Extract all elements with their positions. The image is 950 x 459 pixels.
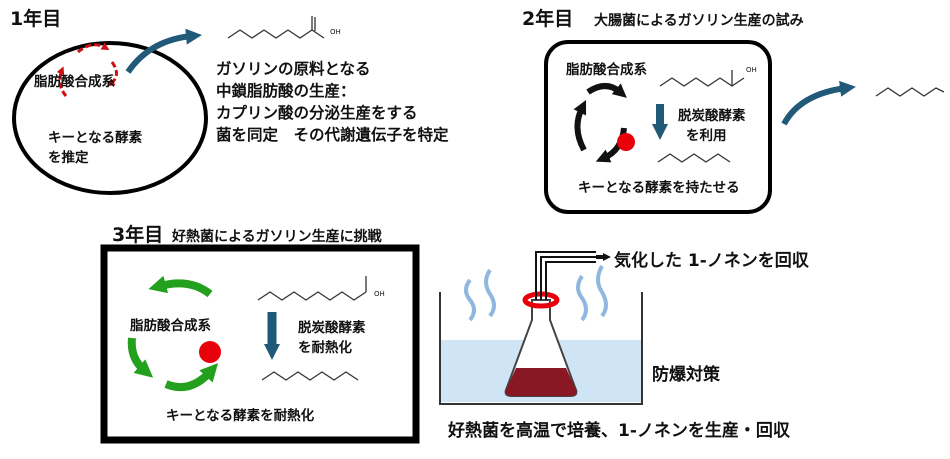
year1-body-line-1: ガソリンの原料となる — [216, 60, 371, 78]
year2-cycle-arrows — [573, 83, 627, 163]
year2-enzyme-label-1: 脱炭酸酵素 — [678, 108, 746, 124]
year3-cycle-arrows — [127, 275, 219, 391]
safety-label: 防爆対策 — [652, 365, 720, 385]
year3-alkene — [261, 371, 359, 381]
year3-box — [100, 244, 420, 444]
year2-product-alkene — [875, 87, 945, 97]
year3-oh-label: OH — [374, 290, 385, 298]
year1-enzyme-label-2: を推定 — [48, 150, 89, 166]
year2-acid — [659, 77, 745, 87]
year1-cycle-label: 脂肪酸合成系 — [34, 74, 115, 90]
collect-label: 気化した 1-ノネンを回収 — [614, 251, 809, 271]
year3-enzyme-label-2: を耐熱化 — [298, 340, 352, 356]
year1-circle — [12, 41, 208, 195]
year3-acid — [257, 291, 367, 301]
year2-heading: 2年目 — [522, 8, 574, 30]
year1-heading: 1年目 — [10, 8, 62, 30]
apparatus-caption: 好熱菌を高温で培養、1-ノネンを生産・回収 — [448, 421, 790, 441]
collection-pipe — [535, 251, 596, 300]
year2-oh-label: OH — [746, 66, 757, 74]
year1-navy-arrow — [125, 28, 202, 74]
year2-subtitle: 大腸菌によるガソリン生産の試み — [594, 13, 804, 29]
year1-body-line-2: 中鎖脂肪酸の生産： — [216, 82, 356, 100]
year2-box — [544, 40, 772, 214]
year3-enzyme-label-1: 脱炭酸酵素 — [298, 320, 366, 336]
water-bath — [439, 292, 643, 405]
flask-liquid — [505, 368, 577, 396]
year1-body-line-4: 菌を同定 その代謝遺伝子を特定 — [216, 126, 449, 144]
year1-capric-acid — [227, 29, 325, 39]
year2-cycle-label: 脂肪酸合成系 — [566, 62, 647, 78]
year1-cycle-arrows — [56, 42, 118, 97]
year2-bottom-label: キーとなる酵素を持たせる — [578, 180, 740, 196]
year3-cycle-label: 脂肪酸合成系 — [130, 318, 211, 334]
year1-body-line-3: カプリン酸の分泌生産をする — [216, 104, 418, 122]
year2-navy-arrow — [781, 80, 856, 126]
year1-oh-label: OH — [330, 28, 341, 36]
year3-subtitle: 好熱菌によるガソリン生産に挑戦 — [172, 229, 382, 245]
year3-bottom-label: キーとなる酵素を耐熱化 — [166, 408, 315, 424]
year1-enzyme-label-1: キーとなる酵素 — [48, 130, 143, 146]
year3-red-dot — [199, 341, 221, 363]
heat-waves — [464, 265, 608, 322]
year2-alkene — [657, 153, 731, 163]
year2-red-dot — [617, 133, 635, 151]
year3-heading: 3年目 — [112, 224, 164, 246]
year1-body-text: ガソリンの原料となる 中鎖脂肪酸の生産： カプリン酸の分泌生産をする 菌を同定 … — [216, 58, 449, 146]
year2-enzyme-label-2: を利用 — [686, 128, 727, 144]
